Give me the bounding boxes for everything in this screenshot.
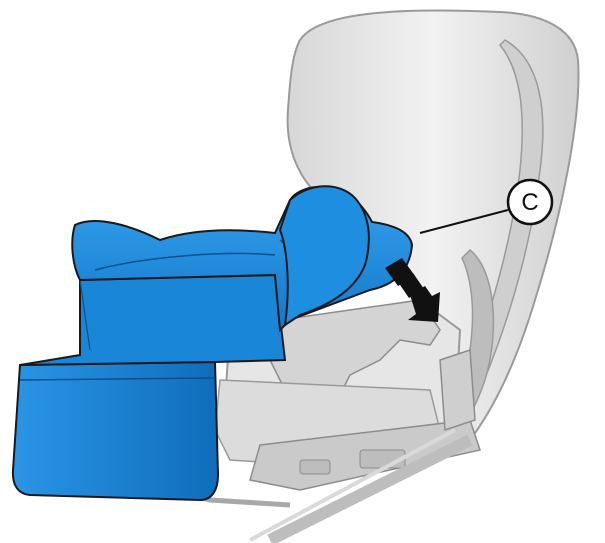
callout-c: C [419,178,554,234]
pull-direction-arrow [385,258,440,322]
callout-c-label: C [521,189,538,216]
seat-cover [11,185,414,502]
